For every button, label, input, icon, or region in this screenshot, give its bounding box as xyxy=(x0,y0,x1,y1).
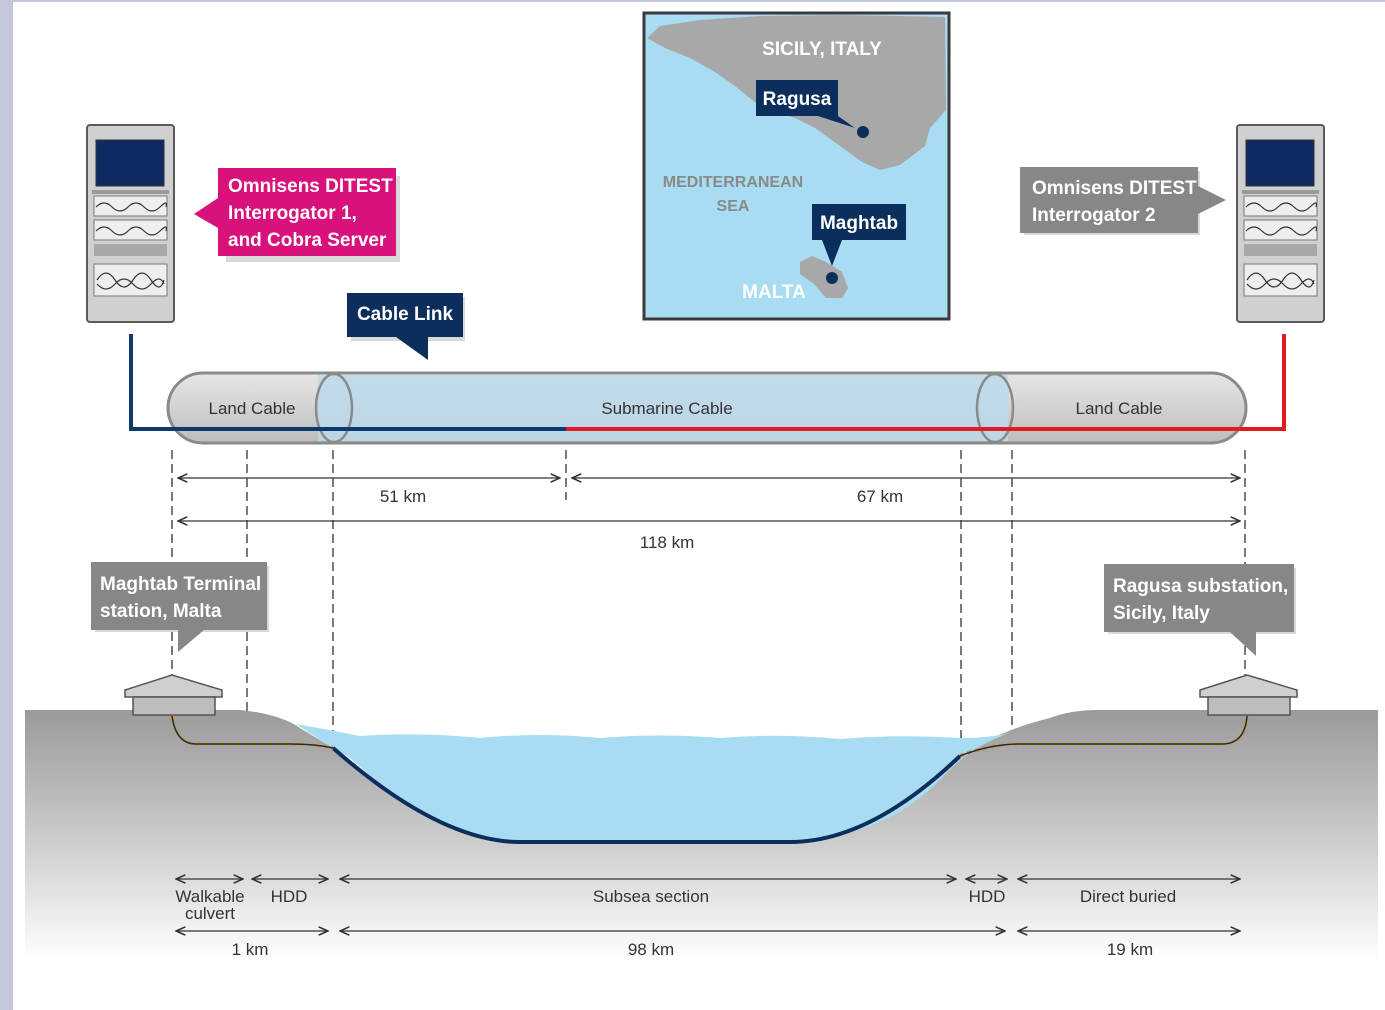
cable-link-label: Cable Link xyxy=(357,304,454,325)
map-malta-label: MALTA xyxy=(742,282,806,303)
section-hdd-right: HDD xyxy=(969,887,1006,906)
submarine-cable-label: Submarine Cable xyxy=(601,399,732,418)
interrogator-1-callout: Omnisens DITEST Interrogator 1, and Cobr… xyxy=(194,168,400,262)
frame-top xyxy=(0,0,1385,2)
lower-dimensions xyxy=(176,879,1240,931)
interrogator-1-device-icon xyxy=(86,124,175,323)
sea-water xyxy=(296,724,1010,840)
map-sea-label-2: SEA xyxy=(717,198,750,215)
distance-19km: 19 km xyxy=(1107,940,1153,959)
distance-67km: 67 km xyxy=(857,487,903,506)
interrogator-2-line2: Interrogator 2 xyxy=(1032,205,1156,226)
malta-station-icon xyxy=(124,674,223,716)
malta-fiber-line xyxy=(129,334,566,431)
section-subsea: Subsea section xyxy=(593,887,709,906)
cable-link-callout: Cable Link xyxy=(347,293,465,360)
sicily-station-line1: Ragusa substation, xyxy=(1113,576,1288,597)
interrogator-1-line1: Omnisens DITEST xyxy=(228,176,393,197)
distance-98km: 98 km xyxy=(628,940,674,959)
terrain-cross-section xyxy=(25,710,1378,960)
distance-1km: 1 km xyxy=(232,940,269,959)
interrogator-2-line1: Omnisens DITEST xyxy=(1032,178,1197,199)
ragusa-callout: Ragusa xyxy=(756,80,855,128)
sicily-station-callout: Ragusa substation, Sicily, Italy xyxy=(1104,564,1296,656)
cable-tube: Land Cable Submarine Cable Land Cable xyxy=(166,371,1248,445)
sicily-station-icon xyxy=(1199,674,1298,716)
maghtab-label: Maghtab xyxy=(820,213,898,234)
interrogator-2-device-icon xyxy=(1236,124,1325,323)
subsea-seabed-line xyxy=(331,746,962,844)
malta-island xyxy=(800,256,848,298)
distance-118km: 118 km xyxy=(640,533,695,552)
malta-station-line1: Maghtab Terminal xyxy=(100,574,261,595)
maghtab-callout: Maghtab xyxy=(812,204,906,266)
sicily-station-line2: Sicily, Italy xyxy=(1113,603,1210,624)
section-direct-buried: Direct buried xyxy=(1080,887,1176,906)
map-sicily-label: SICILY, ITALY xyxy=(762,39,882,60)
land-cable-right-label: Land Cable xyxy=(1076,399,1163,418)
malta-station-line2: station, Malta xyxy=(100,601,222,622)
map-sea-label-1: MEDITERRANEAN xyxy=(663,174,803,191)
interrogator-1-line3: and Cobra Server xyxy=(228,230,387,251)
section-walkable-line1: Walkable xyxy=(175,887,244,906)
distance-51km: 51 km xyxy=(380,487,426,506)
section-hdd-left: HDD xyxy=(271,887,308,906)
section-walkable-line2: culvert xyxy=(185,904,235,923)
land-cable-left-label: Land Cable xyxy=(209,399,296,418)
ragusa-marker xyxy=(857,126,869,138)
interrogator-1-line2: Interrogator 1, xyxy=(228,203,357,224)
maghtab-marker xyxy=(826,272,838,284)
sicily-fiber-line xyxy=(566,334,1286,431)
ragusa-label: Ragusa xyxy=(763,89,832,110)
frame-left xyxy=(0,0,13,1010)
interrogator-2-callout: Omnisens DITEST Interrogator 2 xyxy=(1020,167,1226,235)
map-inset: SICILY, ITALY MEDITERRANEAN SEA MALTA Ra… xyxy=(642,11,951,321)
malta-station-callout: Maghtab Terminal station, Malta xyxy=(91,562,269,652)
